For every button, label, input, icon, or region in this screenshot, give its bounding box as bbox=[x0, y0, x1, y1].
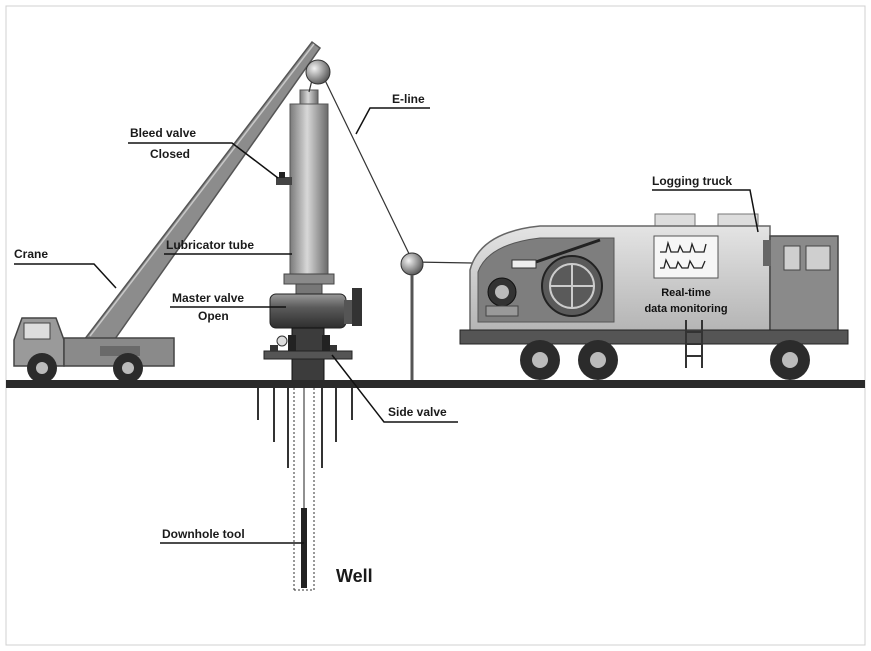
lower-sheave bbox=[400, 252, 424, 276]
label-bleed-valve: Bleed valve bbox=[130, 126, 196, 140]
top-sheave bbox=[305, 59, 331, 85]
well-casing bbox=[257, 388, 353, 591]
label-well: Well bbox=[336, 566, 373, 586]
monitor-trace-1 bbox=[660, 240, 707, 253]
lubricator-tube bbox=[289, 103, 329, 275]
label-crane: Crane bbox=[14, 247, 48, 261]
label-lubricator-tube: Lubricator tube bbox=[166, 238, 254, 252]
ground-line bbox=[6, 380, 865, 388]
e-line bbox=[305, 59, 531, 386]
master-valve bbox=[269, 293, 347, 329]
label-downhole-tool: Downhole tool bbox=[162, 527, 245, 541]
truck-ladder bbox=[685, 320, 703, 368]
label-real-time: Real-time bbox=[661, 287, 711, 299]
label-data-monitoring: data monitoring bbox=[644, 303, 727, 315]
label-master-valve-state: Open bbox=[198, 309, 229, 323]
bleed-valve bbox=[276, 177, 292, 185]
monitor-trace-2 bbox=[660, 258, 706, 269]
downhole-tool bbox=[301, 508, 307, 588]
label-logging-truck: Logging truck bbox=[652, 174, 732, 188]
side-valve bbox=[263, 350, 353, 360]
master-valve-wheel bbox=[352, 288, 362, 326]
label-master-valve: Master valve bbox=[172, 291, 244, 305]
crane bbox=[13, 40, 322, 383]
wellhead-stack bbox=[263, 89, 362, 385]
logging-truck bbox=[459, 213, 849, 380]
label-bleed-valve-state: Closed bbox=[150, 147, 190, 161]
leader-lines bbox=[14, 107, 759, 544]
label-side-valve: Side valve bbox=[388, 405, 447, 419]
monitor-panel bbox=[653, 235, 719, 279]
label-e-line: E-line bbox=[392, 92, 425, 106]
